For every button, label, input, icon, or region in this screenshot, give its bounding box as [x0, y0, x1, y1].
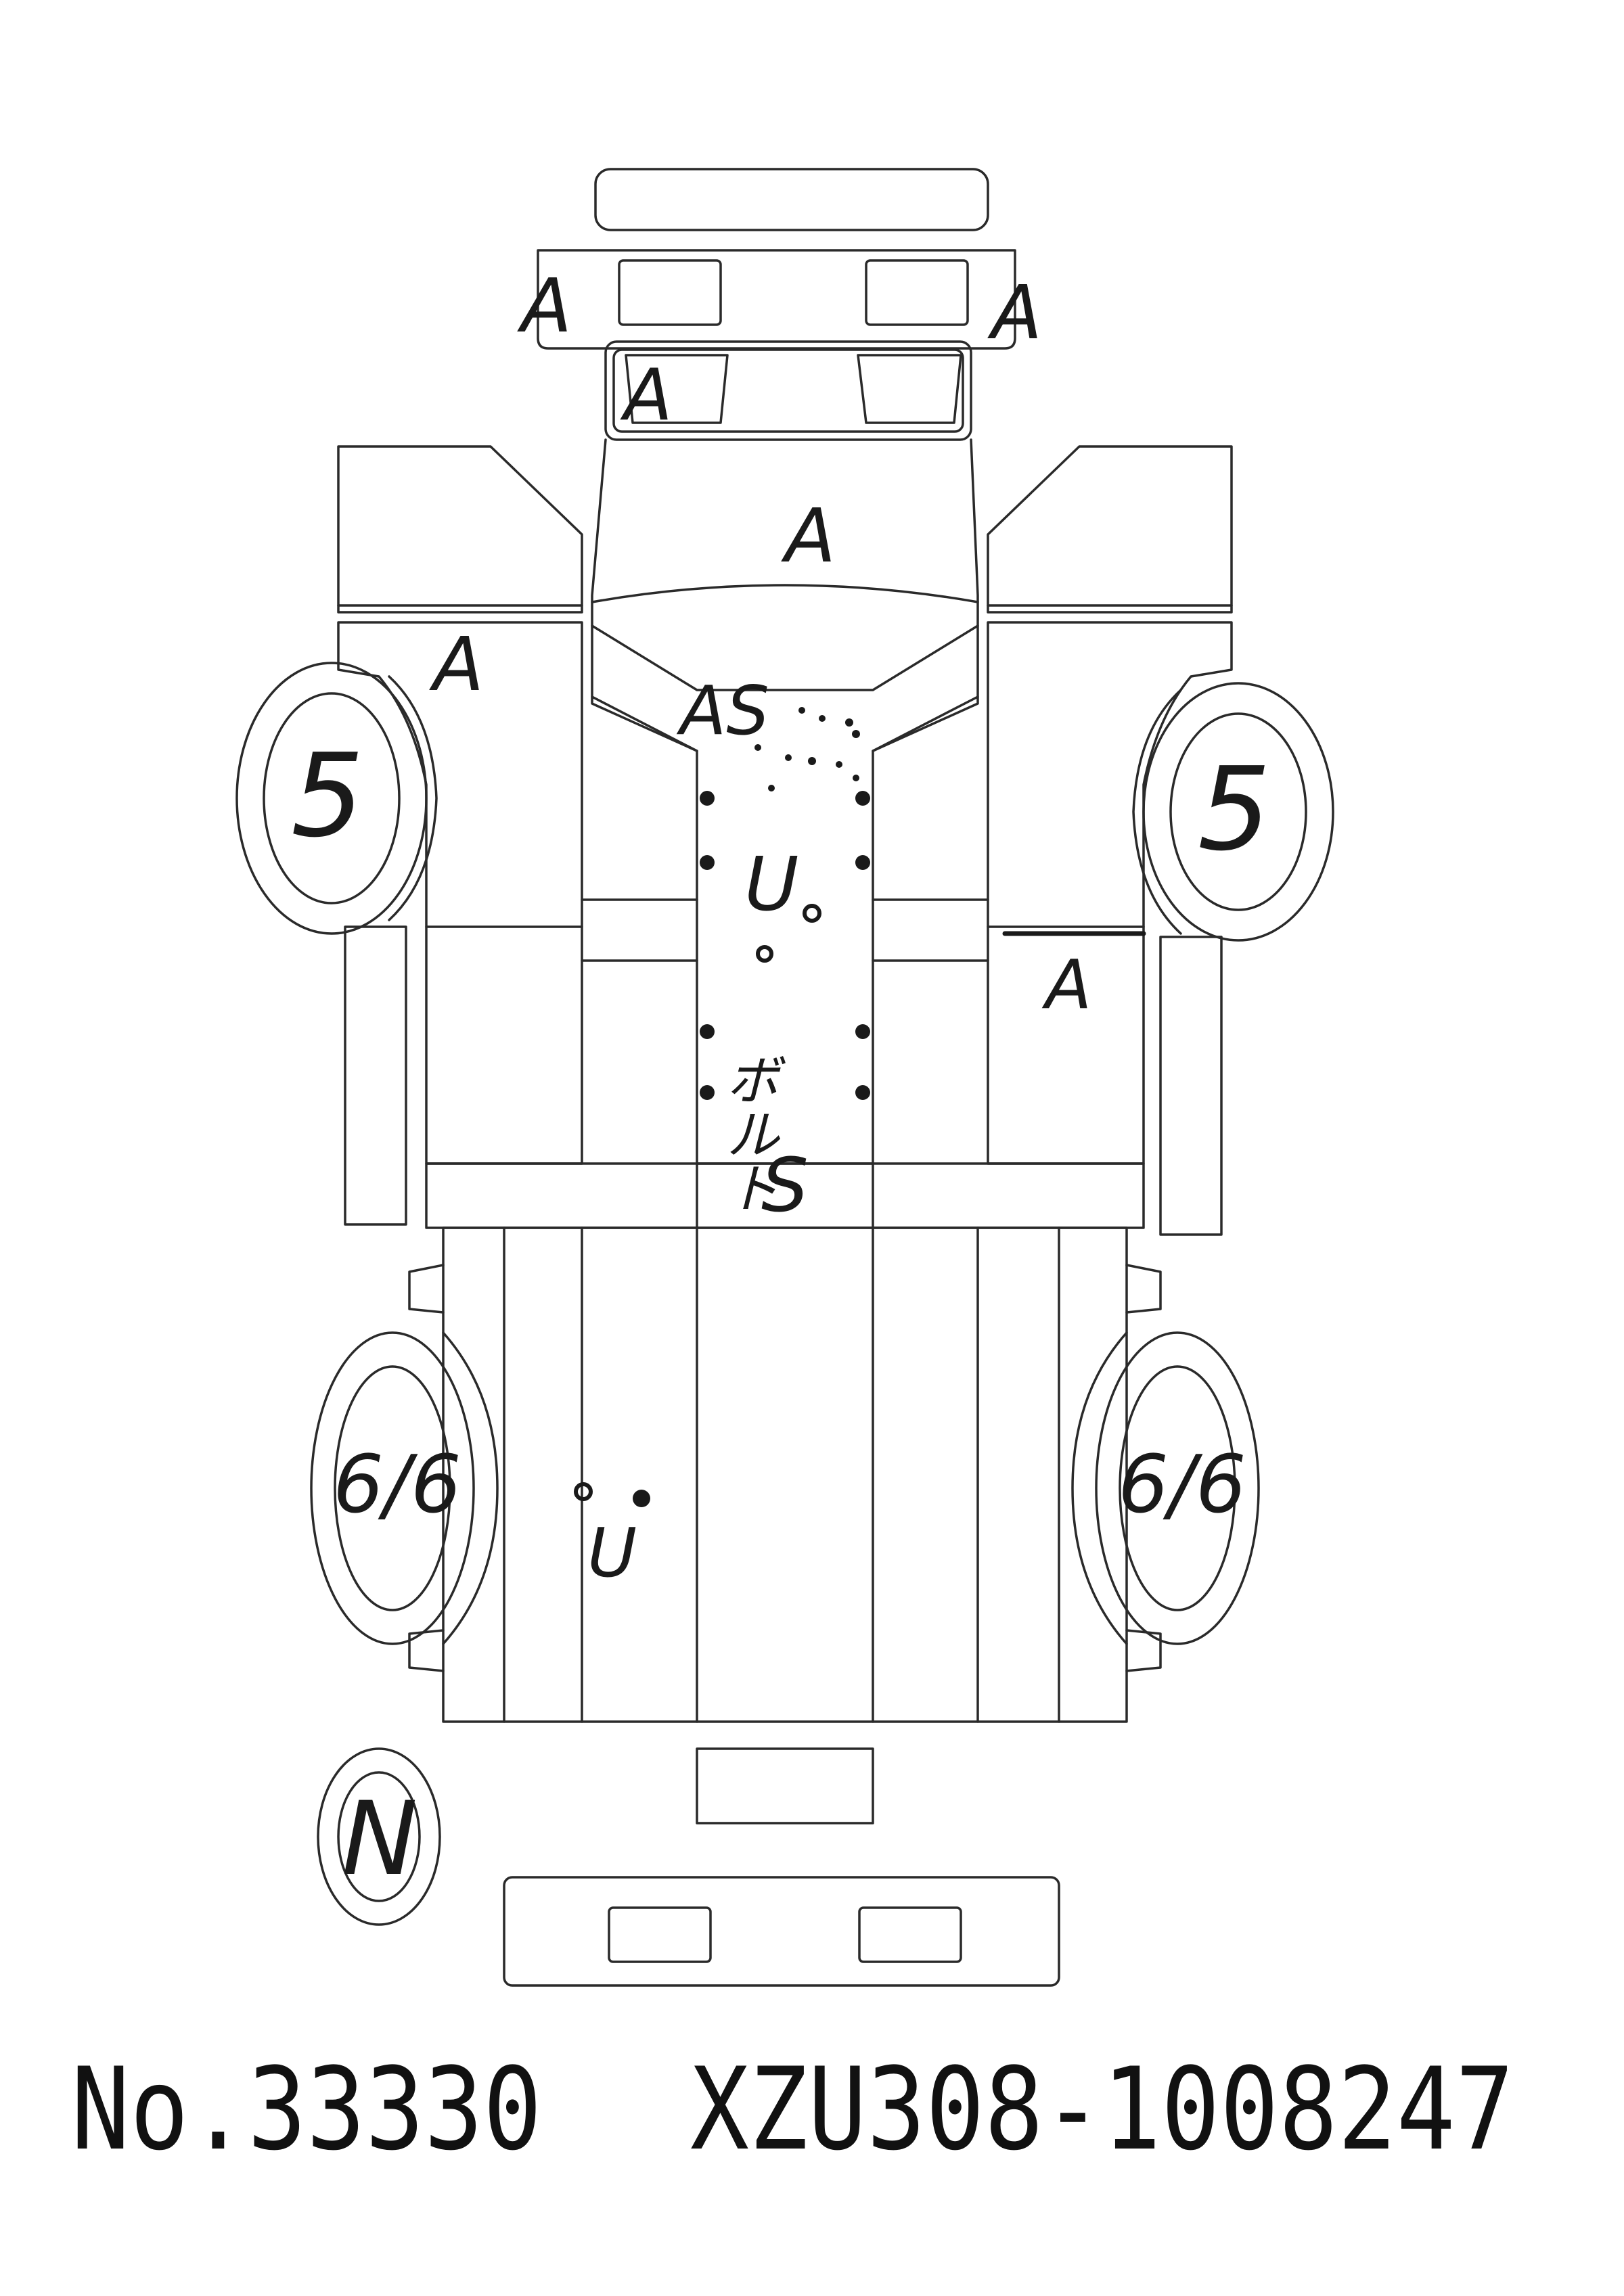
chassis-number: XZU308-1008247 [690, 2043, 1514, 2176]
frame-u-label: U [744, 841, 799, 927]
step-left [344, 925, 407, 1226]
door-left [337, 621, 698, 1165]
headlamp-bar [604, 340, 972, 441]
hand-marks [574, 707, 1146, 1507]
tire-rear-left-grade: 6/6 [333, 1438, 461, 1531]
grade-front-right: A [987, 269, 1042, 356]
door-right [872, 621, 1233, 1165]
deck-u-label: U [587, 1513, 637, 1592]
mirror-right [987, 445, 1233, 614]
as-spatter [754, 707, 860, 791]
grade-headlamp: A [620, 354, 673, 436]
spare-tire-grade: N [342, 1781, 418, 1898]
cargo-deck [408, 1162, 1162, 1723]
frame-bolt-label: ボルト [717, 1052, 780, 1214]
tire-front-right-grade: 5 [1198, 743, 1271, 877]
rear-bumper [503, 1747, 1060, 1987]
front-bumper [594, 168, 989, 231]
inspection-number: No.33330 [71, 2043, 542, 2176]
grade-left-door: A [429, 621, 484, 708]
tire-rear-left [310, 1331, 499, 1645]
tire-front-right [1132, 682, 1334, 942]
tire-rear-right [1071, 1331, 1260, 1645]
tire-rear-right-grade: 6/6 [1118, 1438, 1246, 1531]
grade-right-step: A [1041, 945, 1091, 1024]
spare-tire [317, 1747, 441, 1926]
mirror-left [337, 445, 583, 614]
grade-windshield: A [781, 492, 836, 579]
tire-front-left-grade: 5 [291, 729, 364, 863]
grade-labels: A A A A A AS A 5 5 6/6 6/6 N U ボルト S U [291, 262, 1271, 1898]
frame-s-label: S [761, 1142, 809, 1229]
grade-as: AS [676, 671, 769, 750]
grade-front-left: A [517, 262, 572, 349]
front-grille [537, 249, 1016, 350]
frame-bolts [574, 791, 870, 1507]
tire-front-left [235, 662, 438, 935]
step-right [1159, 936, 1223, 1236]
